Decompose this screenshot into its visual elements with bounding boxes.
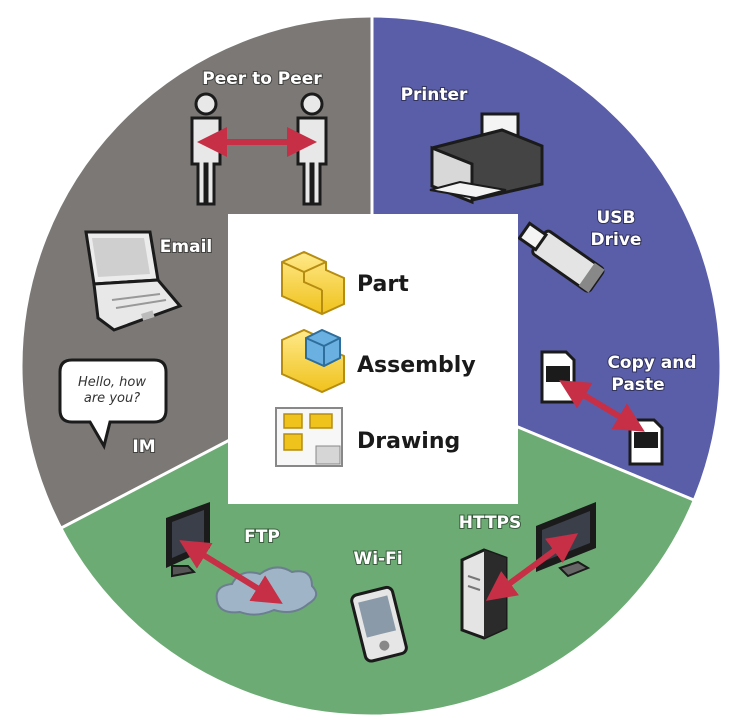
wifi-label: Wi-Fi (353, 549, 402, 569)
ftp-label: FTP (244, 527, 280, 547)
assembly-icon (281, 328, 345, 394)
email-label: Email (160, 237, 212, 257)
usb-label-line2: Drive (591, 230, 642, 250)
drawing-label: Drawing (357, 429, 460, 454)
peer-to-peer-icon (190, 92, 328, 206)
chat-bubble-line1: Hello, how (78, 375, 146, 390)
printer-label: Printer (401, 85, 468, 105)
copy-paste-label-line1: Copy and (607, 353, 696, 373)
part-icon (281, 250, 345, 316)
copy-paste-label-line2: Paste (611, 375, 664, 395)
laptop-icon (84, 230, 183, 332)
drawing-icon (275, 407, 343, 467)
chat-bubble-line2: are you? (84, 391, 140, 406)
part-label: Part (357, 272, 409, 297)
usb-drive-icon (517, 221, 605, 293)
copy-paste-icon (540, 350, 664, 466)
green-segment (21, 366, 721, 716)
assembly-label: Assembly (357, 353, 476, 378)
pda-icon (350, 585, 408, 663)
https-label: HTTPS (459, 513, 522, 533)
server-icon (460, 548, 508, 640)
im-label: IM (132, 437, 155, 457)
chat-bubble-icon: Hello, how are you? (58, 358, 168, 450)
printer-icon (429, 112, 544, 205)
peer-to-peer-label: Peer to Peer (202, 69, 322, 89)
usb-label-line1: USB (596, 208, 635, 228)
